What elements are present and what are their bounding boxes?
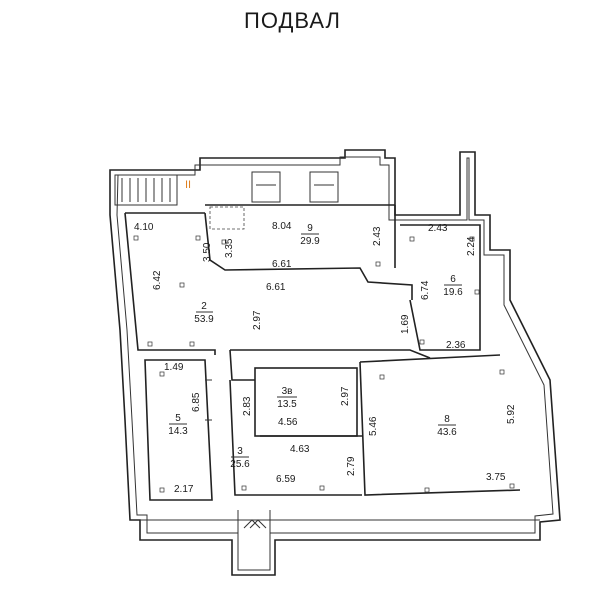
window-pit: [251, 171, 281, 203]
dimension-label: 1.49: [164, 362, 184, 373]
outer-wall: [109, 149, 561, 576]
room-area: 29.9: [300, 236, 320, 247]
room-area: 43.6: [437, 427, 457, 438]
room-label-2: 2 53.9: [194, 301, 214, 325]
room-number: 3в: [282, 386, 293, 397]
plan-title: ПОДВАЛ: [244, 8, 341, 33]
window-pit: [309, 171, 339, 203]
dimension-label: 5.46: [368, 416, 379, 436]
room-number: 5: [175, 413, 181, 424]
corridor-wall: [229, 349, 521, 496]
column-markers: [133, 235, 515, 493]
dimension-label: 6.59: [276, 474, 296, 485]
dimension-label: 2.97: [340, 386, 351, 406]
outer-wall-inner: [116, 156, 554, 571]
dimension-label: 5.92: [506, 404, 517, 424]
staircase: II: [114, 174, 191, 206]
dimension-label: 2.83: [242, 396, 253, 416]
dimension-label: 6.85: [191, 392, 202, 412]
dimension-label: 3.35: [224, 238, 235, 258]
bottom-corridor: [140, 510, 540, 540]
dimension-label: 2.43: [428, 223, 448, 234]
room-area: 53.9: [194, 314, 214, 325]
room-number: 9: [307, 223, 313, 234]
room-area: 19.6: [443, 287, 463, 298]
dimension-label: 2.79: [346, 456, 357, 476]
dimension-label: 4.56: [278, 417, 298, 428]
dimension-label: 2.43: [372, 226, 383, 246]
room-number: 3: [237, 446, 243, 457]
room-area: 14.3: [168, 426, 188, 437]
room-9-wall: [205, 204, 396, 268]
room-label-3v: 3в 13.5: [277, 386, 297, 410]
dimension-label: 2.97: [252, 310, 263, 330]
dimension-label: 4.63: [290, 444, 310, 455]
dimension-label: 8.04: [272, 221, 292, 232]
room-3-wall: [229, 379, 362, 496]
room-label-8: 8 43.6: [437, 414, 457, 438]
stair-mark: II: [185, 179, 191, 191]
dimension-label: 4.10: [134, 222, 154, 233]
dimension-label: 2.24: [466, 236, 477, 256]
dimension-label: 3.50: [202, 242, 213, 262]
room-area: 13.5: [277, 399, 297, 410]
dimension-label: 3.75: [486, 472, 506, 483]
room-2-wall: [124, 212, 413, 355]
dimension-label: 6.61: [266, 282, 286, 293]
dimension-label: 6.61: [272, 259, 292, 270]
dimension-label: 6.74: [420, 280, 431, 300]
dimension-label: 6.42: [152, 270, 163, 290]
room-label-9: 9 29.9: [300, 223, 320, 247]
room-number: 2: [201, 301, 207, 312]
room-number: 6: [450, 274, 456, 285]
room-area: 25.6: [230, 459, 250, 470]
dimension-label: 2.17: [174, 484, 194, 495]
dimension-label: 1.69: [400, 314, 411, 334]
room-5-wall: [144, 359, 213, 501]
room-label-5: 5 14.3: [168, 413, 188, 437]
dimension-label: 2.36: [446, 340, 466, 351]
room-6-wall: [400, 224, 481, 351]
room-label-6: 6 19.6: [443, 274, 463, 298]
room-number: 8: [444, 414, 450, 425]
room-label-3: 3 25.6: [230, 446, 250, 470]
room-9-closet: [209, 206, 245, 230]
